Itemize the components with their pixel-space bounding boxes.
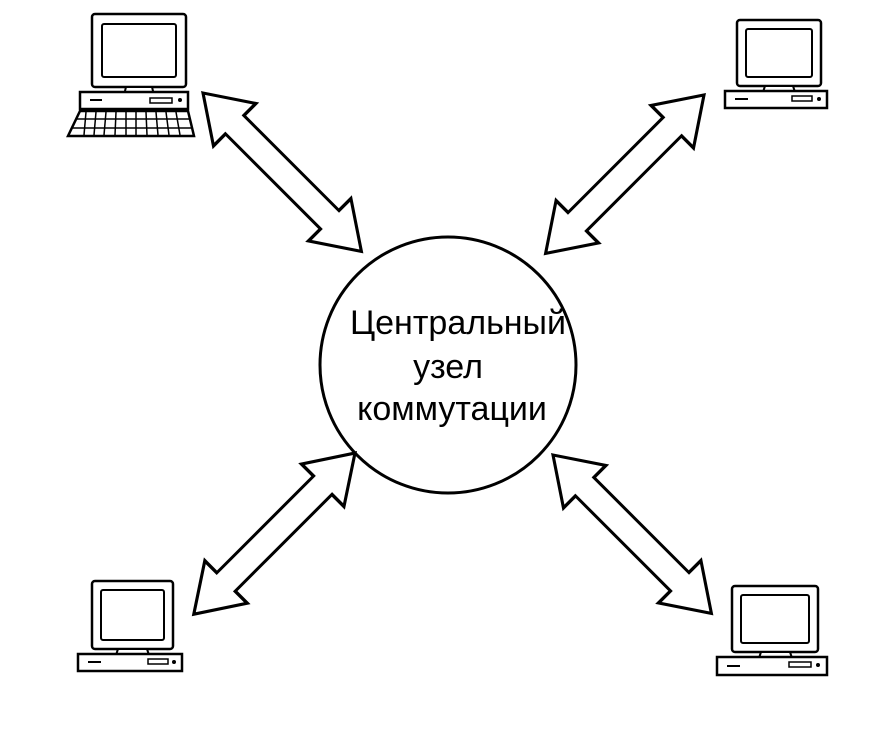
system-unit-icon	[723, 89, 829, 110]
hub-circle	[318, 235, 578, 495]
arrow-top-right	[522, 72, 727, 277]
monitor-icon	[730, 584, 820, 659]
monitor-icon	[90, 579, 175, 656]
keyboard-icon	[66, 109, 196, 138]
hub-label-line-2: узел	[413, 348, 483, 386]
computer-bottom-right	[715, 584, 829, 677]
computer-top-left	[66, 12, 196, 138]
arrow-bottom-left	[170, 430, 378, 638]
central-switching-node: Центральный узел коммутации	[318, 235, 578, 495]
computer-top-right	[723, 18, 829, 110]
monitor-icon	[90, 12, 188, 96]
system-unit-icon	[78, 90, 190, 111]
arrow-bottom-right	[530, 432, 735, 637]
monitor-icon	[735, 18, 823, 93]
computer-bottom-left	[76, 579, 184, 673]
system-unit-icon	[715, 655, 829, 677]
hub-label-line-1: Центральный	[350, 304, 566, 342]
hub-label-line-3: коммутации	[357, 390, 547, 428]
arrow-top-left	[180, 70, 385, 275]
system-unit-icon	[76, 652, 184, 673]
